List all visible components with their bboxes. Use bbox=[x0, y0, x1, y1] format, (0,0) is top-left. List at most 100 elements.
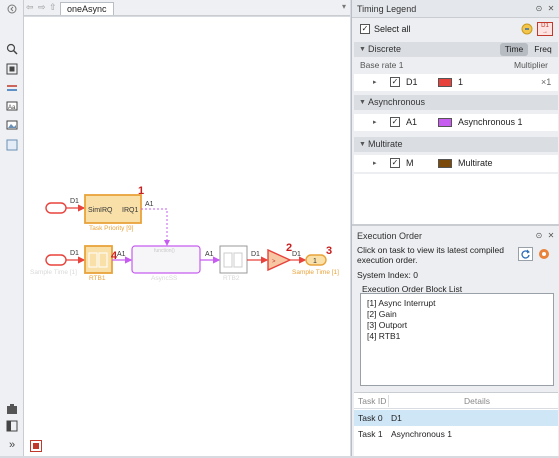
freq-button[interactable]: Freq bbox=[534, 44, 552, 54]
simirq-out-label: IRQ1 bbox=[122, 207, 138, 214]
task-id-cell: Task 1 bbox=[358, 429, 383, 439]
task-id-cell: Task 0 bbox=[358, 413, 383, 423]
collapse-icon[interactable]: ⊙ bbox=[535, 231, 543, 240]
expand-row-icon[interactable]: ▸ bbox=[373, 160, 377, 167]
d1-value: 1 bbox=[458, 77, 464, 87]
expand-icon[interactable]: » bbox=[8, 439, 16, 451]
label-a1-out: A1 bbox=[145, 201, 154, 208]
m-value: Multirate bbox=[458, 158, 493, 168]
execution-order-header: Execution Order ⊙ ✕ bbox=[352, 227, 559, 245]
marker-1: 1 bbox=[138, 185, 144, 197]
legend-export-icon[interactable]: D1→ bbox=[537, 22, 553, 36]
canvas-tabbar: ⇦ ⇨ ⇧ oneAsync ▾ bbox=[24, 0, 350, 16]
forward-icon[interactable]: ⇨ bbox=[38, 2, 46, 12]
d1-color-swatch bbox=[438, 78, 452, 87]
table-row[interactable]: Task 0 D1 bbox=[354, 410, 558, 426]
legend-row-a1[interactable]: ▸ ✓ A1 Asynchronous 1 bbox=[354, 114, 558, 131]
group-asynchronous[interactable]: ▼Asynchronous bbox=[354, 95, 558, 110]
details-cell: Asynchronous 1 bbox=[391, 429, 452, 439]
expand-row-icon[interactable]: ▸ bbox=[373, 119, 377, 126]
multiplier-label: Multiplier bbox=[514, 60, 549, 70]
zoom-icon[interactable] bbox=[6, 43, 18, 55]
inport-top[interactable] bbox=[45, 202, 67, 214]
inport-bottom[interactable] bbox=[45, 254, 67, 266]
label-a1-mid: A1 bbox=[117, 251, 126, 258]
back-icon[interactable]: ⇦ bbox=[26, 2, 34, 12]
signal-arrows-icon[interactable] bbox=[6, 82, 18, 94]
group-async-label: Asynchronous bbox=[368, 97, 426, 107]
refresh-icon[interactable] bbox=[518, 247, 533, 261]
panel-divider[interactable] bbox=[352, 224, 559, 226]
marker-2: 2 bbox=[286, 242, 292, 254]
svg-text:Aa: Aa bbox=[8, 105, 16, 111]
fit-to-view-icon[interactable] bbox=[6, 63, 18, 75]
legend-row-m[interactable]: ▸ ✓ M Multirate bbox=[354, 155, 558, 172]
area-icon[interactable] bbox=[6, 139, 18, 151]
hide-browser-icon[interactable] bbox=[6, 3, 18, 15]
a1-value: Asynchronous 1 bbox=[458, 117, 523, 127]
marker-3: 3 bbox=[326, 245, 332, 257]
a1-checkbox[interactable]: ✓ bbox=[390, 117, 400, 127]
image-icon[interactable] bbox=[6, 119, 18, 131]
collapse-icon[interactable]: ⊙ bbox=[535, 4, 543, 13]
a1-id: A1 bbox=[406, 117, 418, 127]
highlight-icon[interactable] bbox=[520, 22, 534, 36]
details-cell: D1 bbox=[391, 413, 402, 423]
rtb2-label: RTB2 bbox=[223, 275, 240, 282]
label-d1-bottom: D1 bbox=[70, 250, 79, 257]
table-header: Task ID Details bbox=[354, 393, 558, 409]
rtb1-label: RTB1 bbox=[89, 275, 106, 282]
d1-checkbox[interactable]: ✓ bbox=[390, 77, 400, 87]
sample-time-right: Sample Time [1] bbox=[292, 269, 339, 276]
table-row[interactable]: Task 1 Asynchronous 1 bbox=[354, 426, 558, 442]
base-rate-label: Base rate 1 bbox=[360, 60, 404, 70]
up-icon[interactable]: ⇧ bbox=[49, 2, 57, 12]
task-table: Task ID Details Task 0 D1 Task 1 Asynchr… bbox=[354, 392, 558, 456]
diagnostics-icon[interactable] bbox=[30, 440, 42, 452]
annotation-icon[interactable]: Aa bbox=[6, 100, 18, 112]
diagram-svg: D1 SimIRQ IRQ1 Task Priority [9] 1 A1 D1… bbox=[30, 185, 339, 282]
timing-legend-header: Timing Legend ⊙ ✕ bbox=[352, 0, 559, 18]
group-discrete-label: Discrete bbox=[368, 44, 402, 54]
d1-id: D1 bbox=[406, 77, 418, 87]
list-item[interactable]: [3] Outport bbox=[367, 320, 408, 330]
tab-oneAsync[interactable]: oneAsync bbox=[60, 2, 114, 15]
group-multirate-label: Multirate bbox=[368, 139, 403, 149]
list-item[interactable]: [4] RTB1 bbox=[367, 331, 401, 341]
execution-order-list[interactable]: [1] Async Interrupt [2] Gain [3] Outport… bbox=[360, 293, 554, 386]
expand-row-icon[interactable]: ▸ bbox=[373, 79, 377, 86]
async-inner-label: function() bbox=[154, 248, 175, 254]
tab-menu-icon[interactable]: ▾ bbox=[341, 2, 346, 11]
right-panel: Timing Legend ⊙ ✕ ✓ Select all D1→ ▼Disc… bbox=[351, 0, 559, 456]
model-canvas[interactable]: D1 SimIRQ IRQ1 Task Priority [9] 1 A1 D1… bbox=[24, 17, 350, 456]
task-priority-label: Task Priority [9] bbox=[89, 225, 134, 232]
list-item[interactable]: [1] Async Interrupt bbox=[367, 298, 436, 308]
label-a1-right: A1 bbox=[205, 251, 214, 258]
simirq-in-label: SimIRQ bbox=[88, 207, 113, 214]
settings-icon[interactable] bbox=[537, 247, 552, 261]
label-d1-top: D1 bbox=[70, 198, 79, 205]
gain-block[interactable] bbox=[267, 248, 292, 272]
outport-block[interactable] bbox=[305, 254, 327, 266]
system-index: System Index: 0 bbox=[357, 270, 418, 280]
select-all-checkbox[interactable]: ✓ bbox=[360, 24, 370, 34]
close-icon[interactable]: ✕ bbox=[547, 231, 555, 240]
block-list-title: Execution Order Block List bbox=[362, 284, 463, 294]
header-task-id: Task ID bbox=[358, 396, 387, 406]
header-details: Details bbox=[464, 396, 490, 406]
d1-multiplier: ×1 bbox=[541, 77, 552, 87]
list-item[interactable]: [2] Gain bbox=[367, 309, 397, 319]
execution-instructions: Click on task to view its latest compile… bbox=[357, 245, 504, 265]
close-icon[interactable]: ✕ bbox=[547, 4, 555, 13]
async-label: AsyncSS bbox=[151, 275, 178, 282]
timing-legend-title: Timing Legend bbox=[357, 4, 417, 14]
execution-order-title: Execution Order bbox=[357, 231, 423, 241]
group-multirate[interactable]: ▼Multirate bbox=[354, 137, 558, 152]
select-all-label: Select all bbox=[374, 24, 411, 34]
m-checkbox[interactable]: ✓ bbox=[390, 158, 400, 168]
explorer-bar-icon[interactable] bbox=[6, 420, 18, 432]
time-button[interactable]: Time bbox=[500, 43, 528, 56]
legend-row-d1[interactable]: ▸ ✓ D1 1 ×1 bbox=[354, 74, 558, 91]
screenshot-icon[interactable] bbox=[6, 403, 18, 415]
legend-empty-area bbox=[354, 174, 558, 224]
